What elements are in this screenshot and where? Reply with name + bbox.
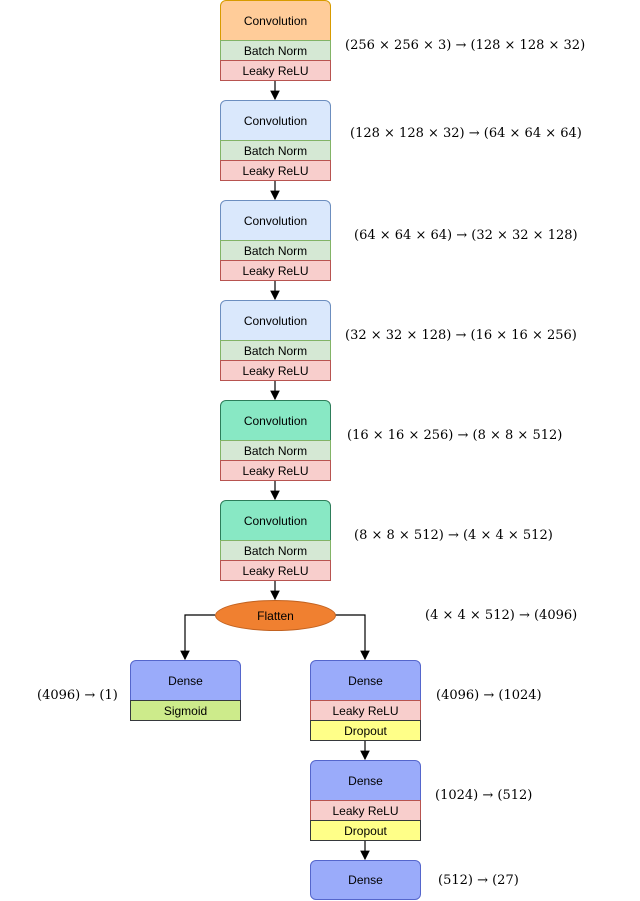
flatten-node: Flatten bbox=[215, 600, 336, 631]
dropout-1: Dropout bbox=[310, 720, 421, 741]
dense-block-output: Dense bbox=[310, 860, 421, 900]
shape-label-3: (64 × 64 × 64) → (32 × 32 × 128) bbox=[354, 227, 578, 243]
batchnorm-3: Batch Norm bbox=[220, 240, 331, 261]
conv-block-2: Convolution bbox=[220, 100, 331, 141]
conv-block-6: Convolution bbox=[220, 500, 331, 541]
dense-shape-label-1: (4096) → (1024) bbox=[436, 687, 542, 703]
shape-label-2: (128 × 128 × 32) → (64 × 64 × 64) bbox=[350, 125, 582, 141]
batchnorm-2: Batch Norm bbox=[220, 140, 331, 161]
dense-block-sigmoid-head: Dense bbox=[130, 660, 241, 701]
batchnorm-5: Batch Norm bbox=[220, 440, 331, 461]
dense-leakyrelu-2: Leaky ReLU bbox=[310, 800, 421, 821]
flatten-shape-label: (4 × 4 × 512) → (4096) bbox=[425, 607, 578, 623]
shape-label-6: (8 × 8 × 512) → (4 × 4 × 512) bbox=[354, 527, 553, 543]
dropout-2: Dropout bbox=[310, 820, 421, 841]
leakyrelu-5: Leaky ReLU bbox=[220, 460, 331, 481]
sigmoid-activation: Sigmoid bbox=[130, 700, 241, 721]
conv-block-5: Convolution bbox=[220, 400, 331, 441]
shape-label-5: (16 × 16 × 256) → (8 × 8 × 512) bbox=[347, 427, 563, 443]
dense-block-2: Dense bbox=[310, 760, 421, 801]
dense-leakyrelu-1: Leaky ReLU bbox=[310, 700, 421, 721]
conv-block-4: Convolution bbox=[220, 300, 331, 341]
leakyrelu-3: Leaky ReLU bbox=[220, 260, 331, 281]
conv-block-3: Convolution bbox=[220, 200, 331, 241]
dense-block-1: Dense bbox=[310, 660, 421, 701]
batchnorm-1: Batch Norm bbox=[220, 40, 331, 61]
leakyrelu-6: Leaky ReLU bbox=[220, 560, 331, 581]
batchnorm-4: Batch Norm bbox=[220, 340, 331, 361]
left-head-shape-label: (4096) → (1) bbox=[37, 687, 118, 703]
dense-shape-label-3: (512) → (27) bbox=[438, 872, 519, 888]
leakyrelu-4: Leaky ReLU bbox=[220, 360, 331, 381]
shape-label-4: (32 × 32 × 128) → (16 × 16 × 256) bbox=[345, 327, 577, 343]
leakyrelu-2: Leaky ReLU bbox=[220, 160, 331, 181]
shape-label-1: (256 × 256 × 3) → (128 × 128 × 32) bbox=[345, 37, 586, 53]
arrow-flatten-right bbox=[335, 614, 370, 661]
dense-shape-label-2: (1024) → (512) bbox=[435, 787, 533, 803]
leakyrelu-1: Leaky ReLU bbox=[220, 60, 331, 81]
conv-label: Convolution bbox=[243, 13, 308, 28]
batchnorm-6: Batch Norm bbox=[220, 540, 331, 561]
arrow-flatten-left bbox=[180, 614, 215, 661]
conv-block-1: Convolution bbox=[220, 0, 331, 41]
